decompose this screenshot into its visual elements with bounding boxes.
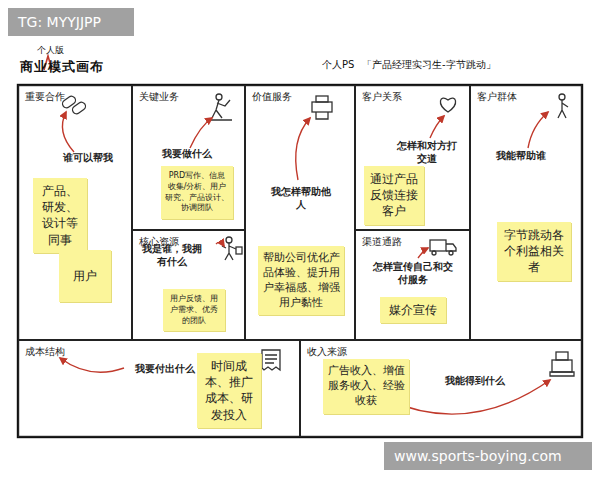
sticky-note: 通过产品反馈连接客户 bbox=[364, 166, 424, 225]
insert-note: 个人版 bbox=[37, 44, 64, 57]
section-header: 客户群体 bbox=[477, 90, 517, 104]
sticky-note: 广告收入、增值服务收入、经验收获 bbox=[323, 359, 409, 414]
note-text: 产品、研发、设计等同事 bbox=[42, 184, 78, 247]
note-text: 通过产品反馈连接客户 bbox=[370, 172, 418, 218]
canvas-section: 核心资源我是谁，我拥有什么用户反馈、用户需求、优秀的团队 bbox=[132, 230, 245, 340]
guiding-question: 我是谁，我拥有什么 bbox=[141, 243, 203, 269]
watermark: www.sports-boying.com bbox=[384, 442, 592, 470]
note-text: 媒介宣传 bbox=[389, 303, 437, 317]
canvas-frame bbox=[18, 85, 582, 437]
section-header: 关键业务 bbox=[139, 90, 179, 104]
guiding-question: 我要付出什么 bbox=[127, 363, 203, 376]
sticky-note: 产品、研发、设计等同事 bbox=[33, 178, 87, 253]
section-header: 价值服务 bbox=[252, 90, 292, 104]
canvas-title: 商业模式画布 bbox=[20, 58, 104, 76]
sticky-note: 时间成本、推广成本、研发投入 bbox=[197, 353, 261, 428]
note-text: 字节跳动各个利益相关者 bbox=[504, 228, 564, 274]
canvas-section: 成本结构我要付出什么时间成本、推广成本、研发投入 bbox=[18, 340, 300, 437]
note-text: PRD写作、信息收集/分析、用户研究、产品设计、协调团队 bbox=[165, 171, 229, 212]
canvas-section: 关键业务我要做什么 PRD写作、信息收集/分析、用户研究、产品设计、协调团队 bbox=[132, 85, 245, 230]
sticky-note: 帮助公司优化产品体验、提升用户幸福感、增强用户黏性 bbox=[258, 246, 344, 315]
canvas-section: 客户关系怎样和对方打交道通过产品反馈连接客户 bbox=[355, 85, 470, 230]
leader-arrows bbox=[60, 112, 550, 414]
guiding-question: 怎样和对方打交道 bbox=[396, 140, 458, 166]
note-text: 帮助公司优化产品体验、提升用户幸福感、增强用户黏性 bbox=[263, 251, 340, 309]
sticky-note: 用户反馈、用户需求、优秀的团队 bbox=[163, 289, 225, 331]
section-header: 重要合作 bbox=[25, 90, 65, 104]
note-text: 用户 bbox=[73, 268, 97, 284]
sticky-note: 字节跳动各个利益相关者 bbox=[497, 222, 571, 281]
canvas-section: 收入来源我能得到什么 广告收入、增值服务收入、经验收获 bbox=[300, 340, 582, 437]
canvas-section: 重要合作谁可以帮我产品、研发、设计等同事用户 bbox=[18, 85, 132, 340]
canvas-section: 客户群体我能帮助谁字节跳动各个利益相关者 bbox=[470, 85, 582, 340]
sticky-note: 用户 bbox=[59, 250, 111, 302]
guiding-question: 我怎样帮助他人 bbox=[268, 186, 334, 212]
section-header: 渠道通路 bbox=[362, 235, 402, 249]
guiding-question: 我能得到什么 bbox=[437, 375, 513, 388]
canvas-section: 价值服务我怎样帮助他人帮助公司优化产品体验、提升用户幸福感、增强用户黏性 bbox=[245, 85, 355, 340]
note-text: 广告收入、增值服务收入、经验收获 bbox=[328, 364, 405, 407]
sticky-note: PRD写作、信息收集/分析、用户研究、产品设计、协调团队 bbox=[161, 166, 233, 219]
note-text: 用户反馈、用户需求、优秀的团队 bbox=[170, 294, 218, 325]
canvas-section: 渠道通路怎样宣传自己和交付服务媒介宣传 bbox=[355, 230, 470, 340]
section-icons bbox=[61, 94, 574, 376]
guiding-question: 我能帮助谁 bbox=[485, 150, 557, 163]
subtitle: 「产品经理实习生-字节跳动」 bbox=[362, 58, 496, 72]
guiding-question: 怎样宣传自己和交付服务 bbox=[370, 261, 456, 287]
watermark: TG: MYYJJPP bbox=[8, 8, 134, 36]
note-text: 时间成本、推广成本、研发投入 bbox=[205, 359, 253, 422]
section-header: 客户关系 bbox=[362, 90, 402, 104]
section-header: 成本结构 bbox=[25, 345, 65, 359]
guiding-question: 我要做什么 bbox=[151, 148, 223, 161]
section-header: 收入来源 bbox=[307, 345, 347, 359]
guiding-question: 谁可以帮我 bbox=[53, 152, 123, 165]
sticky-note: 媒介宣传 bbox=[380, 297, 446, 323]
subtitle: 个人PS bbox=[322, 58, 354, 72]
